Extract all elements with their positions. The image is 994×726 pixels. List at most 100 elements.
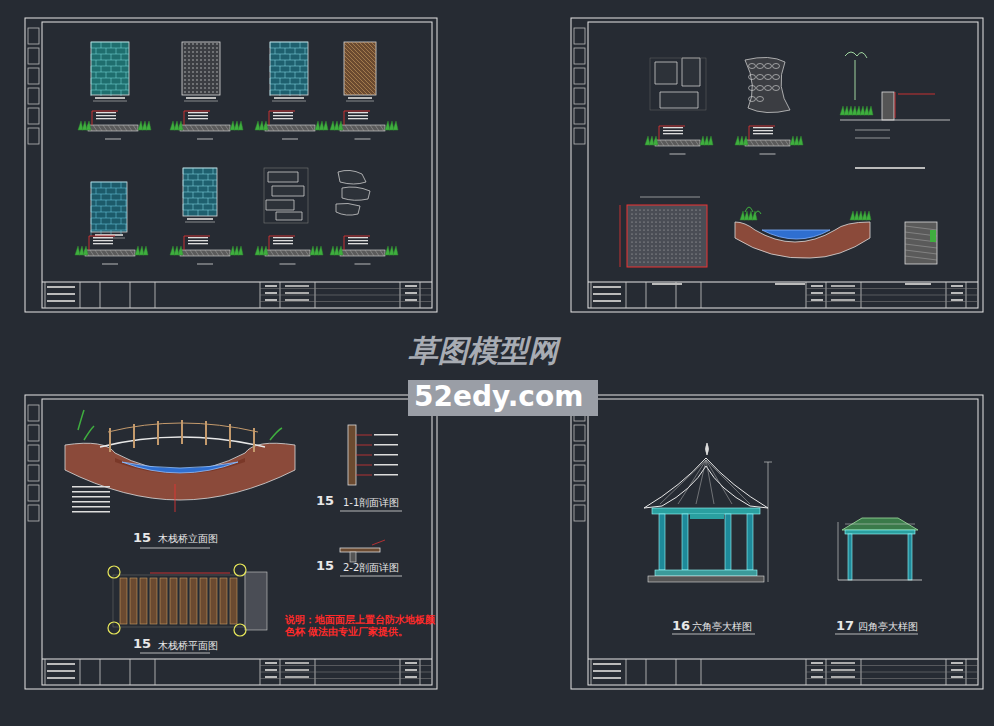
paving-dot — [659, 221, 660, 222]
stone-dot — [200, 59, 201, 60]
brick-joint — [203, 204, 204, 210]
brick-joint — [106, 72, 107, 78]
leader-line — [356, 465, 372, 466]
roof-rib — [706, 460, 750, 504]
stone-dot — [200, 55, 201, 56]
brick-joint — [188, 186, 189, 192]
stone-dot — [216, 83, 217, 84]
note-mark — [374, 444, 398, 446]
stone-dot — [192, 51, 193, 52]
paving-dot — [687, 213, 688, 214]
joist-section — [350, 552, 356, 562]
paving-dot — [663, 241, 664, 242]
note-mark — [273, 118, 293, 119]
brick-joint — [101, 206, 102, 212]
paving-dot — [675, 257, 676, 258]
stone-dot — [204, 55, 205, 56]
section-hatch — [290, 250, 294, 256]
brick-joint — [91, 182, 92, 188]
grass-symbol — [653, 136, 658, 145]
railing-post — [133, 424, 135, 448]
brick-joint — [270, 72, 308, 73]
title-underline — [185, 222, 215, 223]
brick-joint — [91, 72, 129, 73]
paving-dot — [671, 249, 672, 250]
paving-dot — [655, 213, 656, 214]
deck-plank — [150, 578, 157, 624]
stone-dot — [212, 55, 213, 56]
title-underline — [272, 101, 306, 102]
deck-plank — [170, 578, 177, 624]
paving-dot — [663, 225, 664, 226]
brick-joint — [290, 54, 291, 60]
title-text-mark — [47, 293, 75, 295]
grass-symbol — [743, 136, 748, 145]
stone-dot — [208, 75, 209, 76]
paving-dot — [643, 253, 644, 254]
stone-dot — [212, 67, 213, 68]
title-block — [130, 282, 131, 308]
title-text-mark — [285, 285, 309, 287]
leader-line — [659, 126, 685, 127]
brick-joint — [208, 186, 209, 192]
title-block — [100, 659, 101, 685]
wood-hatch — [371, 42, 376, 47]
title-block — [260, 288, 432, 289]
paving-dot — [643, 225, 644, 226]
grass-symbol — [178, 121, 183, 130]
brick-joint — [208, 198, 209, 204]
stone-dot — [216, 63, 217, 64]
brick-joint — [106, 200, 107, 206]
paving-dot — [691, 257, 692, 258]
paving-dot — [651, 217, 652, 218]
watermark-backdrop — [408, 380, 598, 416]
grass-symbol — [263, 246, 268, 255]
paving-dot — [683, 253, 684, 254]
stone-dot — [196, 91, 197, 92]
title-underline — [102, 264, 118, 265]
paving-dot — [631, 213, 632, 214]
paving-dot — [651, 241, 652, 242]
title-text-mark — [265, 285, 277, 287]
stone-dot — [184, 83, 185, 84]
paving-dot — [679, 237, 680, 238]
title-text-mark — [831, 676, 855, 678]
paving-dot — [671, 229, 672, 230]
section-hatch — [225, 250, 229, 256]
brick-joint — [96, 200, 97, 206]
dimension-line — [620, 205, 621, 267]
brick-joint — [183, 192, 184, 198]
note-mark — [72, 511, 110, 513]
paving-pattern — [182, 42, 220, 95]
paving-dot — [663, 229, 664, 230]
section-hatch — [90, 250, 94, 256]
title-block — [806, 678, 978, 679]
paving-dot — [631, 229, 632, 230]
brick-joint — [91, 194, 127, 195]
brick-joint — [270, 78, 271, 84]
drawing-title: 2-2剖面详图 — [343, 562, 399, 574]
railing-post — [157, 421, 159, 445]
section-hatch — [200, 250, 204, 256]
brick-joint — [275, 48, 276, 54]
stone-dot — [192, 87, 193, 88]
paving-dot — [643, 221, 644, 222]
stone-steps — [336, 170, 370, 215]
stone-dot — [188, 87, 189, 88]
brick-joint — [91, 224, 127, 225]
paving-dot — [667, 233, 668, 234]
paving-dot — [659, 213, 660, 214]
paving-dot — [631, 249, 632, 250]
stone-dot — [196, 71, 197, 72]
paving-dot — [691, 245, 692, 246]
section-hatch — [118, 125, 122, 131]
title-underline — [835, 634, 918, 635]
note-mark — [188, 115, 208, 116]
pebble — [749, 86, 756, 91]
note-mark — [753, 133, 773, 134]
section-hatch — [750, 140, 754, 146]
title-underline — [140, 653, 210, 654]
paving-dot — [643, 241, 644, 242]
paving-dot — [639, 221, 640, 222]
stone-slabs — [655, 58, 700, 108]
